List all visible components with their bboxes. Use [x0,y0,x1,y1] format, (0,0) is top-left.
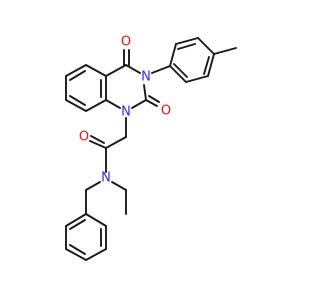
molecule-diagram: O N O N O N [65,35,237,261]
bond [175,37,199,45]
bond [169,43,177,67]
bond [85,99,107,112]
atom-label-o2: O [161,104,171,119]
bond [85,213,107,227]
bond [203,56,210,75]
atom-label-amide-o: O [79,130,89,145]
bond [145,99,158,107]
bond [69,244,86,255]
bond [177,43,196,50]
bond [213,47,237,55]
bond [69,95,86,106]
bond [197,37,215,55]
bond [111,181,127,191]
atom-label-amide-n: N [101,171,111,186]
bond [173,63,188,78]
bond [169,65,187,83]
acetamide-chain [85,117,127,215]
pyrimidine-ring [105,49,160,109]
bond [131,99,147,109]
bond [151,65,171,74]
bond [89,140,107,149]
bond [69,70,86,81]
atom-label-n3: N [141,70,151,85]
bond [148,95,160,103]
bond [185,75,209,83]
atom-label-o4: O [121,35,131,50]
bond [65,248,87,261]
bond [85,64,107,77]
atom-label-n1: N [121,105,131,120]
bond [65,99,87,112]
atom-labels: O N O N O N [79,35,171,186]
bond [85,181,101,191]
benzo-ring [65,64,107,112]
bond [143,84,147,101]
tolyl-ring [151,37,237,83]
bond [85,248,107,261]
bond [105,136,127,149]
bond [65,213,87,227]
bond [125,64,141,74]
bond [105,99,121,109]
benzyl-ring [65,213,107,261]
bond [65,64,87,77]
structure-canvas: O N O N O N [65,35,237,261]
bond [105,64,127,77]
bond [207,53,215,77]
bond [90,135,105,144]
bond [69,219,86,230]
